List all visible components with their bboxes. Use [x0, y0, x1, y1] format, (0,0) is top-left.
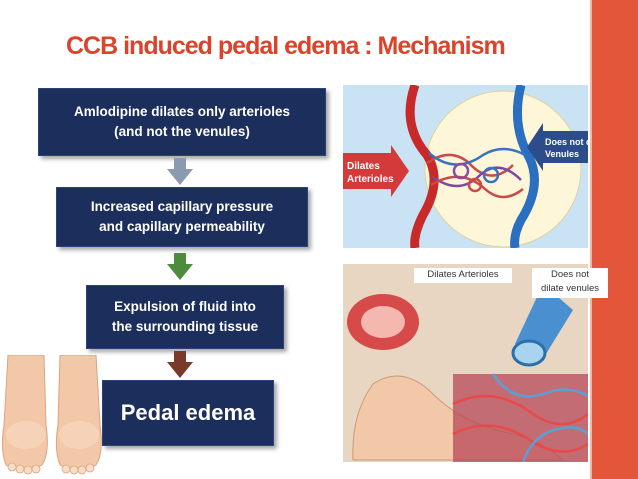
flow-step-2-line-1: Increased capillary pressure: [90, 199, 274, 214]
flow-step-1: Amlodipine dilates only arterioles (and …: [38, 88, 326, 156]
label-venules-line-2: dilate venules: [540, 283, 600, 294]
label-does-not-dilate-venules: Does not dilate venules: [532, 268, 608, 298]
right-ankle-swelling: [59, 421, 99, 449]
sidebar-divider: [590, 0, 592, 479]
flow-step-3-line-1: Expulsion of fluid into: [114, 299, 256, 314]
left-leg: [1, 355, 48, 471]
flow-step-2-line-2: and capillary permeability: [99, 219, 265, 234]
venule-cross-section: [511, 339, 547, 367]
dilates-label-line-1: Dilates: [347, 161, 380, 172]
down-arrow-icon: [167, 351, 193, 378]
tissue-vessel-network: [453, 374, 588, 462]
flow-step-2: Increased capillary pressure and capilla…: [56, 187, 308, 247]
dilates-label-line-2: Arterioles: [347, 174, 394, 185]
venule-vessel: [510, 85, 539, 248]
does-not-dilate-line-2: Venules: [545, 149, 579, 159]
down-arrow-icon: [167, 158, 193, 185]
does-not-dilate-arrow: [527, 123, 588, 171]
left-ankle-swelling: [6, 421, 46, 449]
swollen-feet-illustration: [1, 355, 102, 475]
flow-step-4-label: Pedal edema: [120, 400, 256, 425]
right-leg: [55, 355, 102, 471]
down-arrow-icon: [167, 253, 193, 280]
arrow-1-shape: [167, 158, 193, 185]
capillary-bed-diagram: Dilates Arterioles Does not dilate Venul…: [343, 85, 588, 248]
flow-step-3-line-2: the surrounding tissue: [111, 319, 259, 334]
accent-sidebar: [592, 0, 638, 479]
slide-title: CCB induced pedal edema : Mechanism: [66, 32, 506, 60]
label-dilates-arterioles: Dilates Arterioles: [414, 268, 512, 283]
arrow-3-shape: [167, 351, 193, 378]
flow-step-1-line-1: Amlodipine dilates only arterioles: [73, 104, 291, 119]
vessel-illustration-top: Dilates Arterioles Does not dilate Venul…: [343, 85, 588, 248]
label-venules-line-1: Does not: [550, 269, 590, 280]
arteriole-vessel: [405, 85, 439, 248]
flow-step-1-line-2: (and not the venules): [114, 124, 250, 139]
flow-step-4: Pedal edema: [102, 380, 274, 446]
flow-step-3: Expulsion of fluid into the surrounding …: [86, 285, 284, 349]
dilates-arterioles-arrow: [343, 145, 409, 197]
does-not-dilate-line-1: Does not dilate: [545, 137, 588, 147]
arrow-2-shape: [167, 253, 193, 280]
